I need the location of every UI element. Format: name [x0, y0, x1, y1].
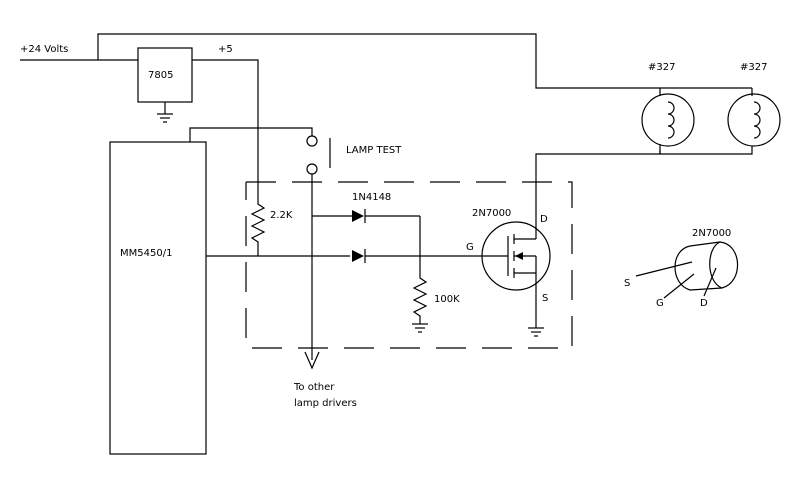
lamp-1 [641, 88, 695, 154]
supply-rail [20, 33, 752, 89]
diode-lower [352, 249, 488, 263]
resistor1-label: 2.2K [270, 210, 293, 221]
pin-d-label: D [540, 214, 548, 225]
ic-mm5450 [109, 141, 207, 455]
lamp-test-label: LAMP TEST [346, 145, 402, 156]
lamp2-label: #327 [740, 62, 767, 73]
regulator-ground [157, 102, 173, 123]
supply-label: +24 Volts [20, 44, 68, 55]
resistor-100k [412, 216, 428, 333]
other-drivers-arrow [304, 351, 320, 370]
resistor2-label: 100K [434, 294, 460, 305]
package-s-label: S [624, 278, 630, 289]
regulator-label: 7805 [148, 70, 173, 81]
mosfet-label: 2N7000 [472, 208, 511, 219]
package-title: 2N7000 [692, 228, 731, 239]
lamp-2 [660, 88, 781, 155]
diode-upper [312, 209, 420, 223]
pin-g-label: G [466, 242, 474, 253]
diode-label: 1N4148 [352, 192, 391, 203]
lamp1-label: #327 [648, 62, 675, 73]
package-g-label: G [656, 298, 664, 309]
plus5-label: +5 [218, 44, 233, 55]
other-drivers-line2: lamp drivers [294, 398, 357, 409]
driver-boundary [245, 181, 573, 349]
plus5-rail [192, 59, 259, 196]
mosfet-2n7000 [481, 150, 661, 337]
pin-s-label: S [542, 293, 548, 304]
ic-label: MM5450/1 [120, 248, 172, 259]
package-2n7000 [635, 241, 739, 299]
package-d-label: D [700, 298, 708, 309]
lamp-test-switch [189, 127, 331, 360]
other-drivers-line1: To other [293, 382, 335, 393]
resistor-2k2 [250, 196, 266, 256]
